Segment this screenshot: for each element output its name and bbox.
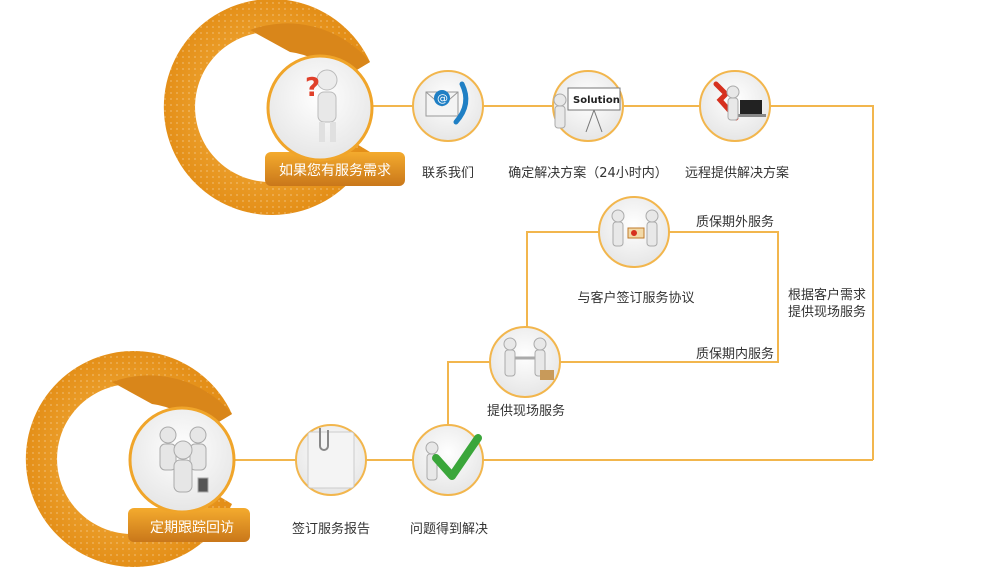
svg-text:?: ?	[305, 73, 320, 103]
followup-label: 定期跟踪回访	[150, 520, 234, 536]
contact-node[interactable]: @	[412, 70, 484, 142]
onsite-label: 提供现场服务	[486, 404, 566, 419]
resolved-label: 问题得到解决	[409, 522, 489, 537]
connector-top-row	[370, 105, 874, 460]
paper-clip-note-icon	[307, 428, 355, 489]
contact-label: 联系我们	[421, 166, 475, 181]
outside-warranty-label: 质保期外服务	[696, 215, 775, 230]
team-people-icon	[159, 426, 209, 493]
report-label: 签订服务报告	[291, 522, 371, 537]
onsite-node[interactable]	[489, 326, 561, 398]
resolved-node[interactable]	[412, 424, 484, 496]
remote-label: 远程提供解决方案	[684, 166, 790, 181]
inside-warranty-label: 质保期内服务	[696, 347, 775, 362]
connector-outside-warranty-loop	[526, 231, 779, 363]
report-node[interactable]	[295, 424, 367, 496]
signing-people-icon	[611, 209, 659, 247]
contract-node[interactable]	[598, 196, 670, 268]
question-person-icon: ?	[305, 69, 338, 142]
solution-node[interactable]: Solution	[552, 70, 624, 142]
per-need-label: 根据客户需求 提供现场服务	[788, 288, 867, 320]
remote-node[interactable]	[699, 70, 771, 142]
contract-label: 与客户签订服务协议	[577, 291, 695, 306]
start-label: 如果您有服务需求	[279, 163, 391, 179]
connectors	[232, 105, 874, 461]
handshake-icon	[503, 337, 554, 380]
email-phone-icon: @	[425, 81, 469, 125]
tool-laptop-icon	[713, 81, 766, 121]
connector-onsite-to-resolved	[447, 361, 490, 430]
solution-board-text: Solution	[573, 95, 620, 106]
start-c-shape	[163, 0, 405, 215]
checkmark-person-icon	[425, 434, 482, 481]
solution-label: 确定解决方案（24小时内）	[508, 166, 668, 181]
followup-c-shape	[25, 351, 250, 567]
svg-text:@: @	[437, 92, 448, 105]
solution-board-icon: Solution	[553, 87, 621, 133]
